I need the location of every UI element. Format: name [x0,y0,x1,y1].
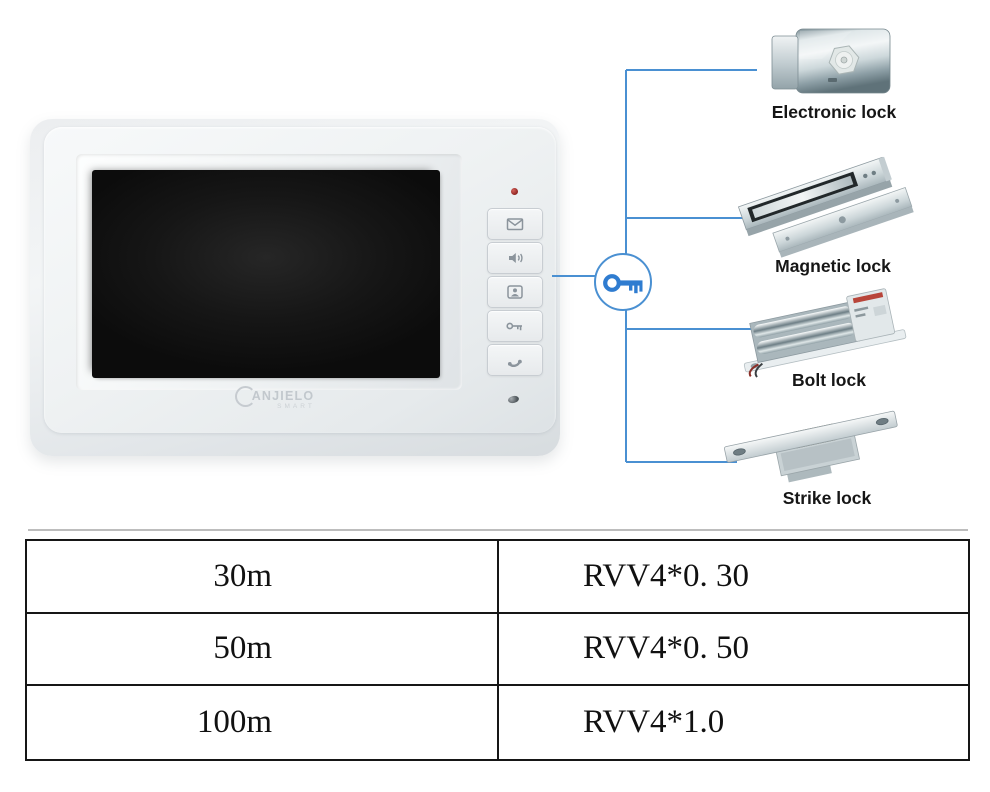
magnetic-lock-label: Magnetic lock [775,256,891,276]
armature-plate [772,187,914,258]
cable-spec-cell: RVV4*0. 50 [499,614,968,687]
key-icon [506,322,522,331]
cable-spec-table: 30m RVV4*0. 30 50m RVV4*0. 50 100m RVV4*… [25,539,970,761]
brand-logo: ANJIELO SMART [235,386,328,410]
brand-name: ANJIELO [251,389,315,403]
distance-cell: 50m [27,613,499,687]
strike-lock-image [724,410,898,483]
phone-icon [507,359,522,367]
screw-slot [875,417,889,426]
unlock-button [487,310,543,342]
power-led [511,188,518,195]
screw-slot [733,448,746,456]
electronic-lock-label: Electronic lock [771,102,897,122]
brand-subname: SMART [277,403,315,410]
magnet-body [737,156,893,237]
magnetic-lock-image [737,156,914,258]
distance-cell: 30m [27,541,499,614]
bolt-lock-image [743,288,907,378]
logo-ring-icon [235,386,256,407]
video-intercom-monitor: ANJIELO SMART [0,0,620,500]
cable-spec-cell: RVV4*0. 30 [499,541,968,614]
mail-icon [506,218,524,231]
speaker-icon [509,253,523,263]
lock-side-plate [771,35,799,90]
distance-cell: 100m [27,686,499,759]
monitor-screen [92,170,440,378]
monitor-icon [507,285,523,299]
strike-lock-label: Strike lock [782,488,872,508]
table-top-rule [28,529,968,531]
mail-button [487,208,543,240]
monitor-view-button [487,276,543,308]
bolt-body [743,288,907,378]
speaker-button [487,242,543,274]
talk-button [487,344,543,376]
strike-body [724,410,898,483]
bolt-lock-label: Bolt lock [792,370,866,390]
electronic-lock-image [771,28,891,94]
cable-spec-cell: RVV4*1.0 [583,704,725,741]
